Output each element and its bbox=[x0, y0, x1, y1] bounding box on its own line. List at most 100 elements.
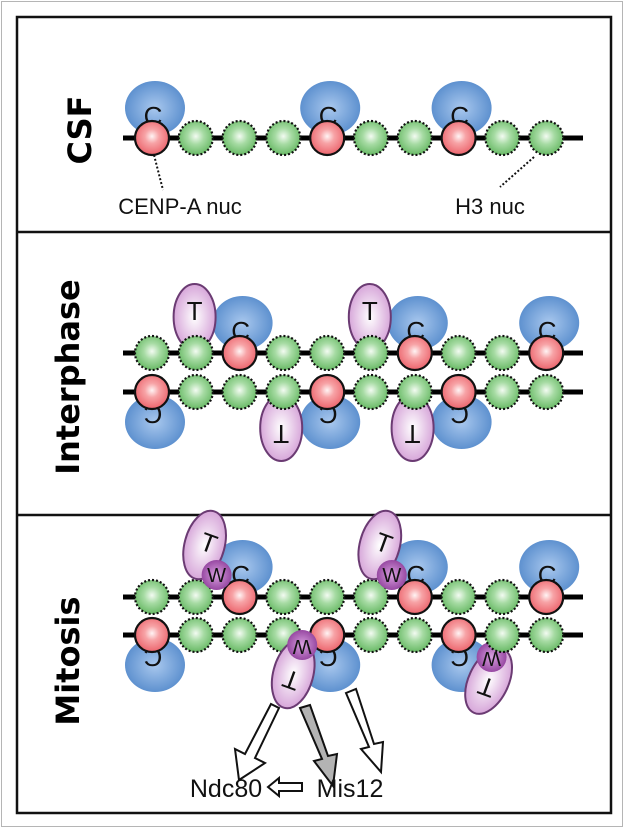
cenp-a-nucleosome bbox=[133, 373, 171, 411]
panel-2-strands bbox=[123, 578, 583, 654]
cenp-a-nucleosome bbox=[440, 616, 477, 654]
cenp-c-protein bbox=[300, 81, 361, 135]
h3-nucleosome bbox=[440, 334, 477, 372]
h3-nucleosome bbox=[177, 119, 214, 157]
mis12-label: Mis12 bbox=[317, 775, 384, 803]
h3-leader-line bbox=[499, 156, 535, 188]
h3-nucleosome bbox=[484, 578, 521, 616]
cenp-a-nucleosome bbox=[309, 373, 346, 411]
panel-0-front-layer bbox=[133, 119, 477, 157]
h3-nucleosome bbox=[528, 373, 565, 411]
h3-nucleosome bbox=[309, 578, 346, 616]
cenp-a-nucleosome bbox=[440, 373, 477, 411]
cenp-a-nucleosome bbox=[133, 119, 171, 157]
cenp-t-protein: TW bbox=[182, 509, 232, 590]
w-protein bbox=[376, 560, 407, 590]
h3-nucleosome bbox=[528, 119, 565, 157]
cenp-c-protein bbox=[125, 638, 185, 692]
h3-nucleosome bbox=[221, 616, 258, 654]
panel-label-mitosis: Mitosis bbox=[49, 596, 87, 725]
cenp-a-nucleosome bbox=[221, 334, 258, 372]
cenp-t-letter: T bbox=[273, 419, 289, 449]
cenp-t-letter: T bbox=[187, 296, 203, 326]
panel-1-front-layer bbox=[133, 334, 565, 411]
panel-label-csf: CSF bbox=[61, 96, 99, 165]
cenp-t-letter: T bbox=[362, 296, 378, 326]
h3-nucleosome bbox=[352, 616, 390, 654]
arrow-cenp-c-to-mis12 bbox=[344, 687, 385, 775]
pathway-arrows bbox=[233, 687, 385, 799]
cenp-c-protein bbox=[125, 395, 185, 449]
cenp-a-nucleosome bbox=[221, 578, 258, 616]
panel-0-strands bbox=[123, 119, 583, 157]
cenp-a-nucleosome bbox=[133, 616, 171, 654]
cenp-a-nucleosome bbox=[396, 334, 433, 372]
h3-nucleosome bbox=[221, 373, 258, 411]
cenp-a-leader-line bbox=[153, 154, 164, 191]
cenp-a-nuc-label: CENP-A nuc bbox=[118, 194, 242, 219]
h3-nucleosome bbox=[133, 334, 171, 372]
w-protein-letter: W bbox=[293, 635, 312, 657]
cenp-t-protein: T bbox=[172, 283, 217, 351]
arrow-cenp-t-to-ndc80 bbox=[233, 702, 281, 782]
h3-nucleosome bbox=[396, 373, 433, 411]
w-protein-letter: W bbox=[207, 565, 226, 587]
h3-nucleosome bbox=[440, 578, 477, 616]
h3-nucleosome bbox=[484, 119, 521, 157]
h3-nucleosome bbox=[133, 578, 171, 616]
h3-nucleosome bbox=[265, 373, 302, 411]
h3-nucleosome bbox=[309, 334, 346, 372]
h3-nucleosome bbox=[265, 578, 302, 616]
cenp-t-protein: TW bbox=[270, 630, 318, 710]
h3-nucleosome bbox=[221, 119, 258, 157]
h3-nucleosome bbox=[177, 616, 214, 654]
h3-nucleosome bbox=[265, 119, 302, 157]
arrow-mis12-to-ndc80 bbox=[266, 775, 303, 799]
arrow-cenp-t-to-mis12 bbox=[298, 703, 339, 789]
h3-nucleosome bbox=[177, 373, 214, 411]
cenp-t-letter: T bbox=[405, 419, 421, 449]
h3-nuc-label: H3 nuc bbox=[455, 194, 525, 219]
w-protein bbox=[201, 560, 232, 590]
h3-nucleosome bbox=[528, 616, 565, 654]
w-protein-letter: W bbox=[382, 565, 401, 587]
h3-nucleosome bbox=[352, 578, 390, 616]
cenp-c-protein bbox=[300, 395, 361, 449]
cenp-a-nucleosome bbox=[528, 334, 565, 372]
cenp-c-protein bbox=[125, 81, 185, 135]
cenp-t-protein: TW bbox=[357, 509, 407, 590]
h3-nucleosome bbox=[177, 578, 214, 616]
figure-box bbox=[15, 15, 613, 815]
cenp-c-protein bbox=[431, 81, 492, 135]
h3-nucleosome bbox=[352, 373, 390, 411]
w-protein-letter: W bbox=[482, 647, 501, 669]
cenp-c-protein bbox=[519, 540, 580, 594]
h3-nucleosome bbox=[484, 616, 521, 654]
cenp-t-protein: TW bbox=[464, 642, 513, 715]
cenp-a-nucleosome bbox=[528, 578, 565, 616]
panel-2-front-layer: TW TW TW bbox=[133, 509, 565, 710]
cenp-a-nucleosome bbox=[440, 119, 477, 157]
w-protein bbox=[287, 630, 318, 660]
cenp-c-protein bbox=[387, 296, 448, 350]
cenp-a-nucleosome bbox=[309, 119, 346, 157]
panel-label-interphase: Interphase bbox=[49, 279, 87, 475]
h3-nucleosome bbox=[484, 334, 521, 372]
h3-nucleosome bbox=[396, 616, 433, 654]
panel-1-strands bbox=[123, 334, 583, 411]
h3-nucleosome bbox=[352, 334, 390, 372]
cenp-a-nucleosome bbox=[396, 578, 433, 616]
ndc80-label: Ndc80 bbox=[190, 775, 262, 803]
cenp-c-protein bbox=[212, 296, 273, 350]
cenp-t-protein: T bbox=[259, 394, 304, 462]
h3-nucleosome bbox=[265, 334, 302, 372]
cenp-c-protein bbox=[431, 395, 492, 449]
cenp-c-protein bbox=[519, 296, 580, 350]
h3-nucleosome bbox=[352, 119, 390, 157]
h3-nucleosome bbox=[396, 119, 433, 157]
